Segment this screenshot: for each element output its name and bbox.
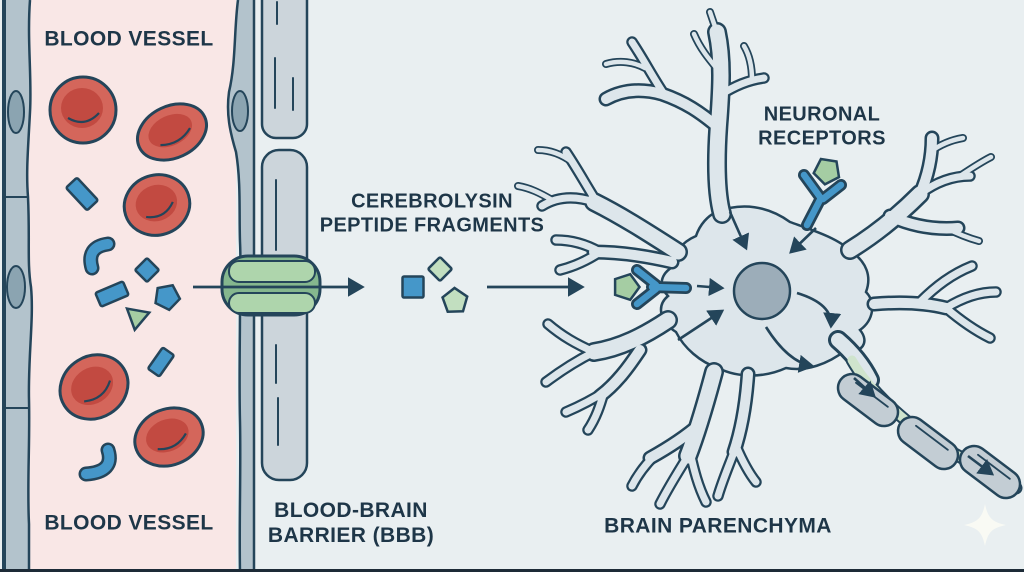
sparkle-icon	[964, 504, 1006, 546]
label-cerebrolysin-peptide-fragments: CEREBROLYSIN PEPTIDE FRAGMENTS	[320, 190, 545, 237]
signal-arrows	[677, 211, 995, 476]
peptide-fragment-arc	[81, 445, 115, 479]
bbb-tight-junction-column	[260, 0, 309, 482]
peptide-fragment-pentagon	[441, 286, 469, 314]
peptide-fragments-after-barrier	[401, 256, 469, 314]
peptide-pentagon	[613, 272, 642, 302]
axon	[828, 330, 1023, 500]
red-blood-cell	[133, 406, 205, 468]
bbb-tile-lines	[274, 1, 294, 446]
label-line: BARRIER (BBB)	[267, 524, 435, 547]
red-blood-cell	[48, 75, 118, 145]
peptide-fragment-rect	[147, 346, 175, 378]
neuron-nucleus	[732, 261, 792, 321]
endothelial-nucleus	[231, 90, 249, 132]
peptide-pentagon	[812, 157, 841, 186]
receptor-y-icon	[633, 266, 690, 308]
label-line: BLOOD-BRAIN	[274, 499, 428, 523]
endothelial-cell-junctions	[4, 196, 29, 409]
red-blood-cell	[136, 102, 208, 162]
peptide-fragment-rect	[94, 280, 130, 308]
endothelial-nucleus	[6, 265, 26, 309]
label-neuronal-receptors: NEURONAL RECEPTORS	[758, 103, 886, 150]
peptide-fragment-square	[401, 275, 425, 299]
red-blood-cell	[58, 353, 130, 421]
label-brain-parenchyma: BRAIN PARENCHYMA	[604, 514, 832, 538]
neuron	[518, 12, 1023, 504]
label-blood-vessel-top: BLOOD VESSEL	[44, 27, 214, 51]
bbb-tile	[260, 0, 309, 140]
peptide-fragment-rect	[65, 177, 99, 211]
receptor-binding-top	[798, 157, 847, 231]
label-blood-brain-barrier: BLOOD-BRAIN BARRIER (BBB)	[268, 499, 434, 549]
bbb-transport-channel	[220, 254, 322, 317]
label-line: NEURONAL	[763, 103, 881, 126]
peptide-fragments-in-vessel	[65, 177, 182, 482]
vessel-wall-left-edge	[25, 0, 34, 572]
frame-bottom-edge	[0, 569, 1024, 572]
peptide-fragment-diamond	[427, 256, 453, 282]
red-blood-cells	[48, 75, 208, 468]
vessel-wall-right-inner-edge	[226, 0, 242, 572]
label-blood-vessel-bottom: BLOOD VESSEL	[44, 511, 214, 535]
endothelial-nucleus	[7, 90, 25, 134]
label-line: PEPTIDE FRAGMENTS	[319, 214, 545, 236]
receptor-binding-left	[613, 264, 692, 310]
peptide-fragment-diamond	[134, 257, 160, 283]
red-blood-cell	[122, 173, 192, 237]
peptide-fragment-triangle	[125, 307, 152, 333]
peptide-fragment-pentagon	[154, 283, 182, 312]
receptor-y-icon	[800, 171, 845, 229]
peptide-fragment-arc	[85, 239, 113, 273]
label-line: RECEPTORS	[758, 127, 886, 149]
label-line: CEREBROLYSIN	[351, 190, 513, 213]
myelin-sheath	[896, 415, 960, 471]
